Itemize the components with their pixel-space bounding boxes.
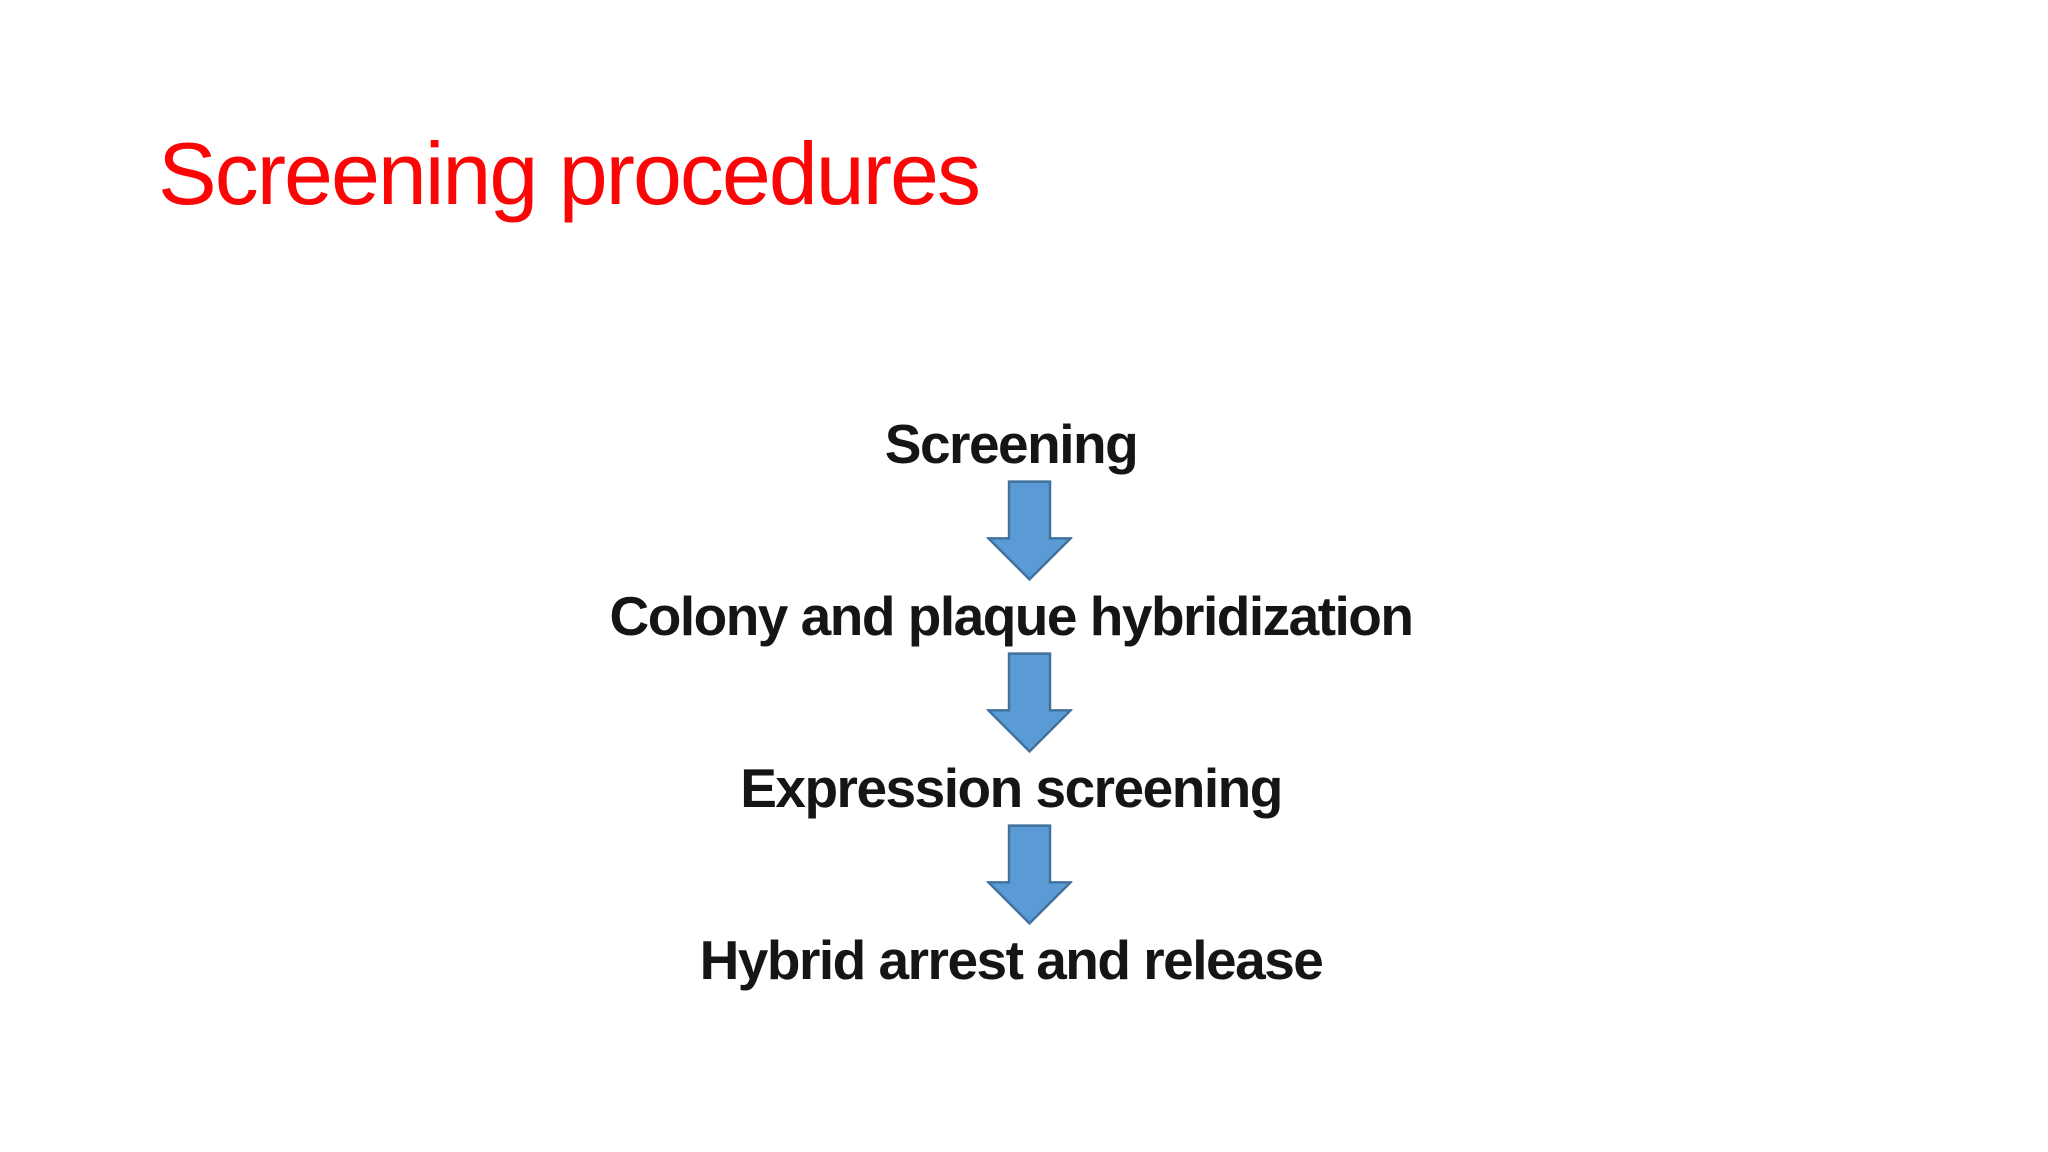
flow-step-hybrid-arrest-release: Hybrid arrest and release (699, 928, 1324, 991)
flow-step-colony-plaque-hybridization: Colony and plaque hybridization (609, 584, 1414, 647)
down-arrow-icon (987, 652, 1073, 753)
flow-step-screening: Screening (884, 413, 1139, 475)
down-arrow-shape (987, 652, 1073, 753)
down-arrow-shape (987, 480, 1073, 581)
slide-title: Screening procedures (158, 124, 981, 223)
down-arrow-icon (987, 824, 1073, 925)
flow-step-expression-screening: Expression screening (740, 756, 1283, 819)
down-arrow-icon (987, 480, 1073, 581)
flowchart: Screening Colony and plaque hybridizatio… (609, 412, 1414, 993)
down-arrow-shape (987, 824, 1073, 925)
